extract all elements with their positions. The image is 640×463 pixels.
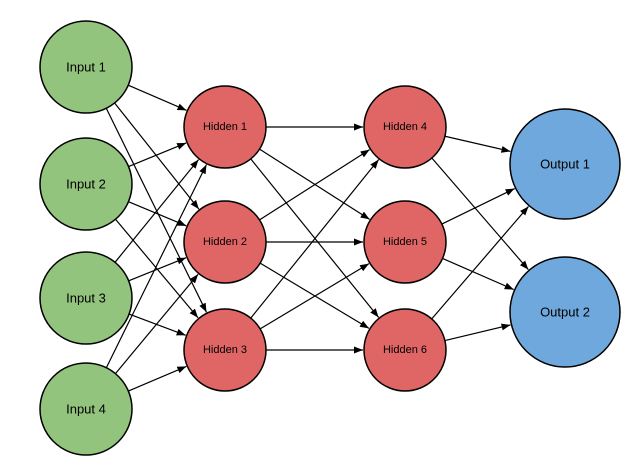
- input-node-3-label: Input 3: [66, 291, 106, 306]
- hidden-node-4: Hidden 4: [363, 85, 447, 169]
- input-node-3: Input 3: [39, 251, 133, 345]
- hidden-node-1-label: Hidden 1: [203, 121, 247, 133]
- edge-h3-to-h4: [250, 159, 380, 319]
- hidden-node-4-circle: [363, 85, 447, 169]
- edge-in3-to-h1: [114, 159, 199, 263]
- hidden-node-5-circle: [363, 200, 447, 284]
- hidden-node-2-label: Hidden 2: [203, 236, 247, 248]
- hidden-node-5-label: Hidden 5: [383, 236, 427, 248]
- input-node-2: Input 2: [39, 137, 133, 231]
- output-node-1: Output 1: [509, 108, 621, 220]
- edge-h5-to-out1: [441, 188, 515, 225]
- input-node-2-circle: [39, 137, 133, 231]
- edge-h2-to-h4: [259, 149, 370, 221]
- edge-in4-to-h1: [105, 164, 207, 369]
- input-node-1-circle: [39, 20, 133, 114]
- output-node-2-circle: [509, 256, 621, 368]
- hidden-node-1: Hidden 1: [183, 85, 267, 169]
- input-node-1-label: Input 1: [66, 60, 106, 75]
- edge-h4-to-out2: [431, 157, 529, 271]
- output-node-1-circle: [509, 108, 621, 220]
- edge-h6-to-out1: [431, 206, 529, 320]
- output-node-2: Output 2: [509, 256, 621, 368]
- input-node-4: Input 4: [39, 362, 133, 456]
- input-node-4-circle: [39, 362, 133, 456]
- edge-in4-to-h3: [128, 365, 187, 392]
- edge-h6-to-out2: [444, 323, 511, 342]
- hidden-node-6: Hidden 6: [363, 308, 447, 392]
- hidden-node-2: Hidden 2: [183, 200, 267, 284]
- hidden-node-3: Hidden 3: [183, 308, 267, 392]
- edge-in2-to-h1: [128, 142, 187, 168]
- input-node-3-circle: [39, 251, 133, 345]
- hidden-node-4-label: Hidden 4: [383, 121, 427, 133]
- edge-h5-to-out2: [442, 257, 514, 291]
- edge-in2-to-h2: [128, 201, 187, 227]
- connection-edges: [105, 84, 529, 392]
- input-node-1: Input 1: [39, 20, 133, 114]
- edge-in1-to-h1: [127, 84, 187, 111]
- hidden-node-1-circle: [183, 85, 267, 169]
- edge-in4-to-h2: [114, 273, 199, 375]
- input-node-4-label: Input 4: [66, 402, 106, 417]
- edge-h3-to-h5: [259, 263, 370, 330]
- hidden-node-6-label: Hidden 6: [383, 344, 427, 356]
- hidden-node-2-circle: [183, 200, 267, 284]
- hidden-node-6-circle: [363, 308, 447, 392]
- hidden-node-3-circle: [183, 308, 267, 392]
- edge-in3-to-h3: [128, 313, 186, 336]
- edge-h4-to-out1: [444, 135, 511, 153]
- edge-in2-to-h3: [115, 218, 199, 319]
- edge-in1-to-h2: [114, 102, 200, 210]
- hidden-node-5: Hidden 5: [363, 200, 447, 284]
- edge-in3-to-h2: [128, 257, 187, 282]
- hidden-node-3-label: Hidden 3: [203, 344, 247, 356]
- output-node-1-label: Output 1: [540, 157, 590, 172]
- output-node-2-label: Output 2: [540, 305, 590, 320]
- input-node-2-label: Input 2: [66, 177, 106, 192]
